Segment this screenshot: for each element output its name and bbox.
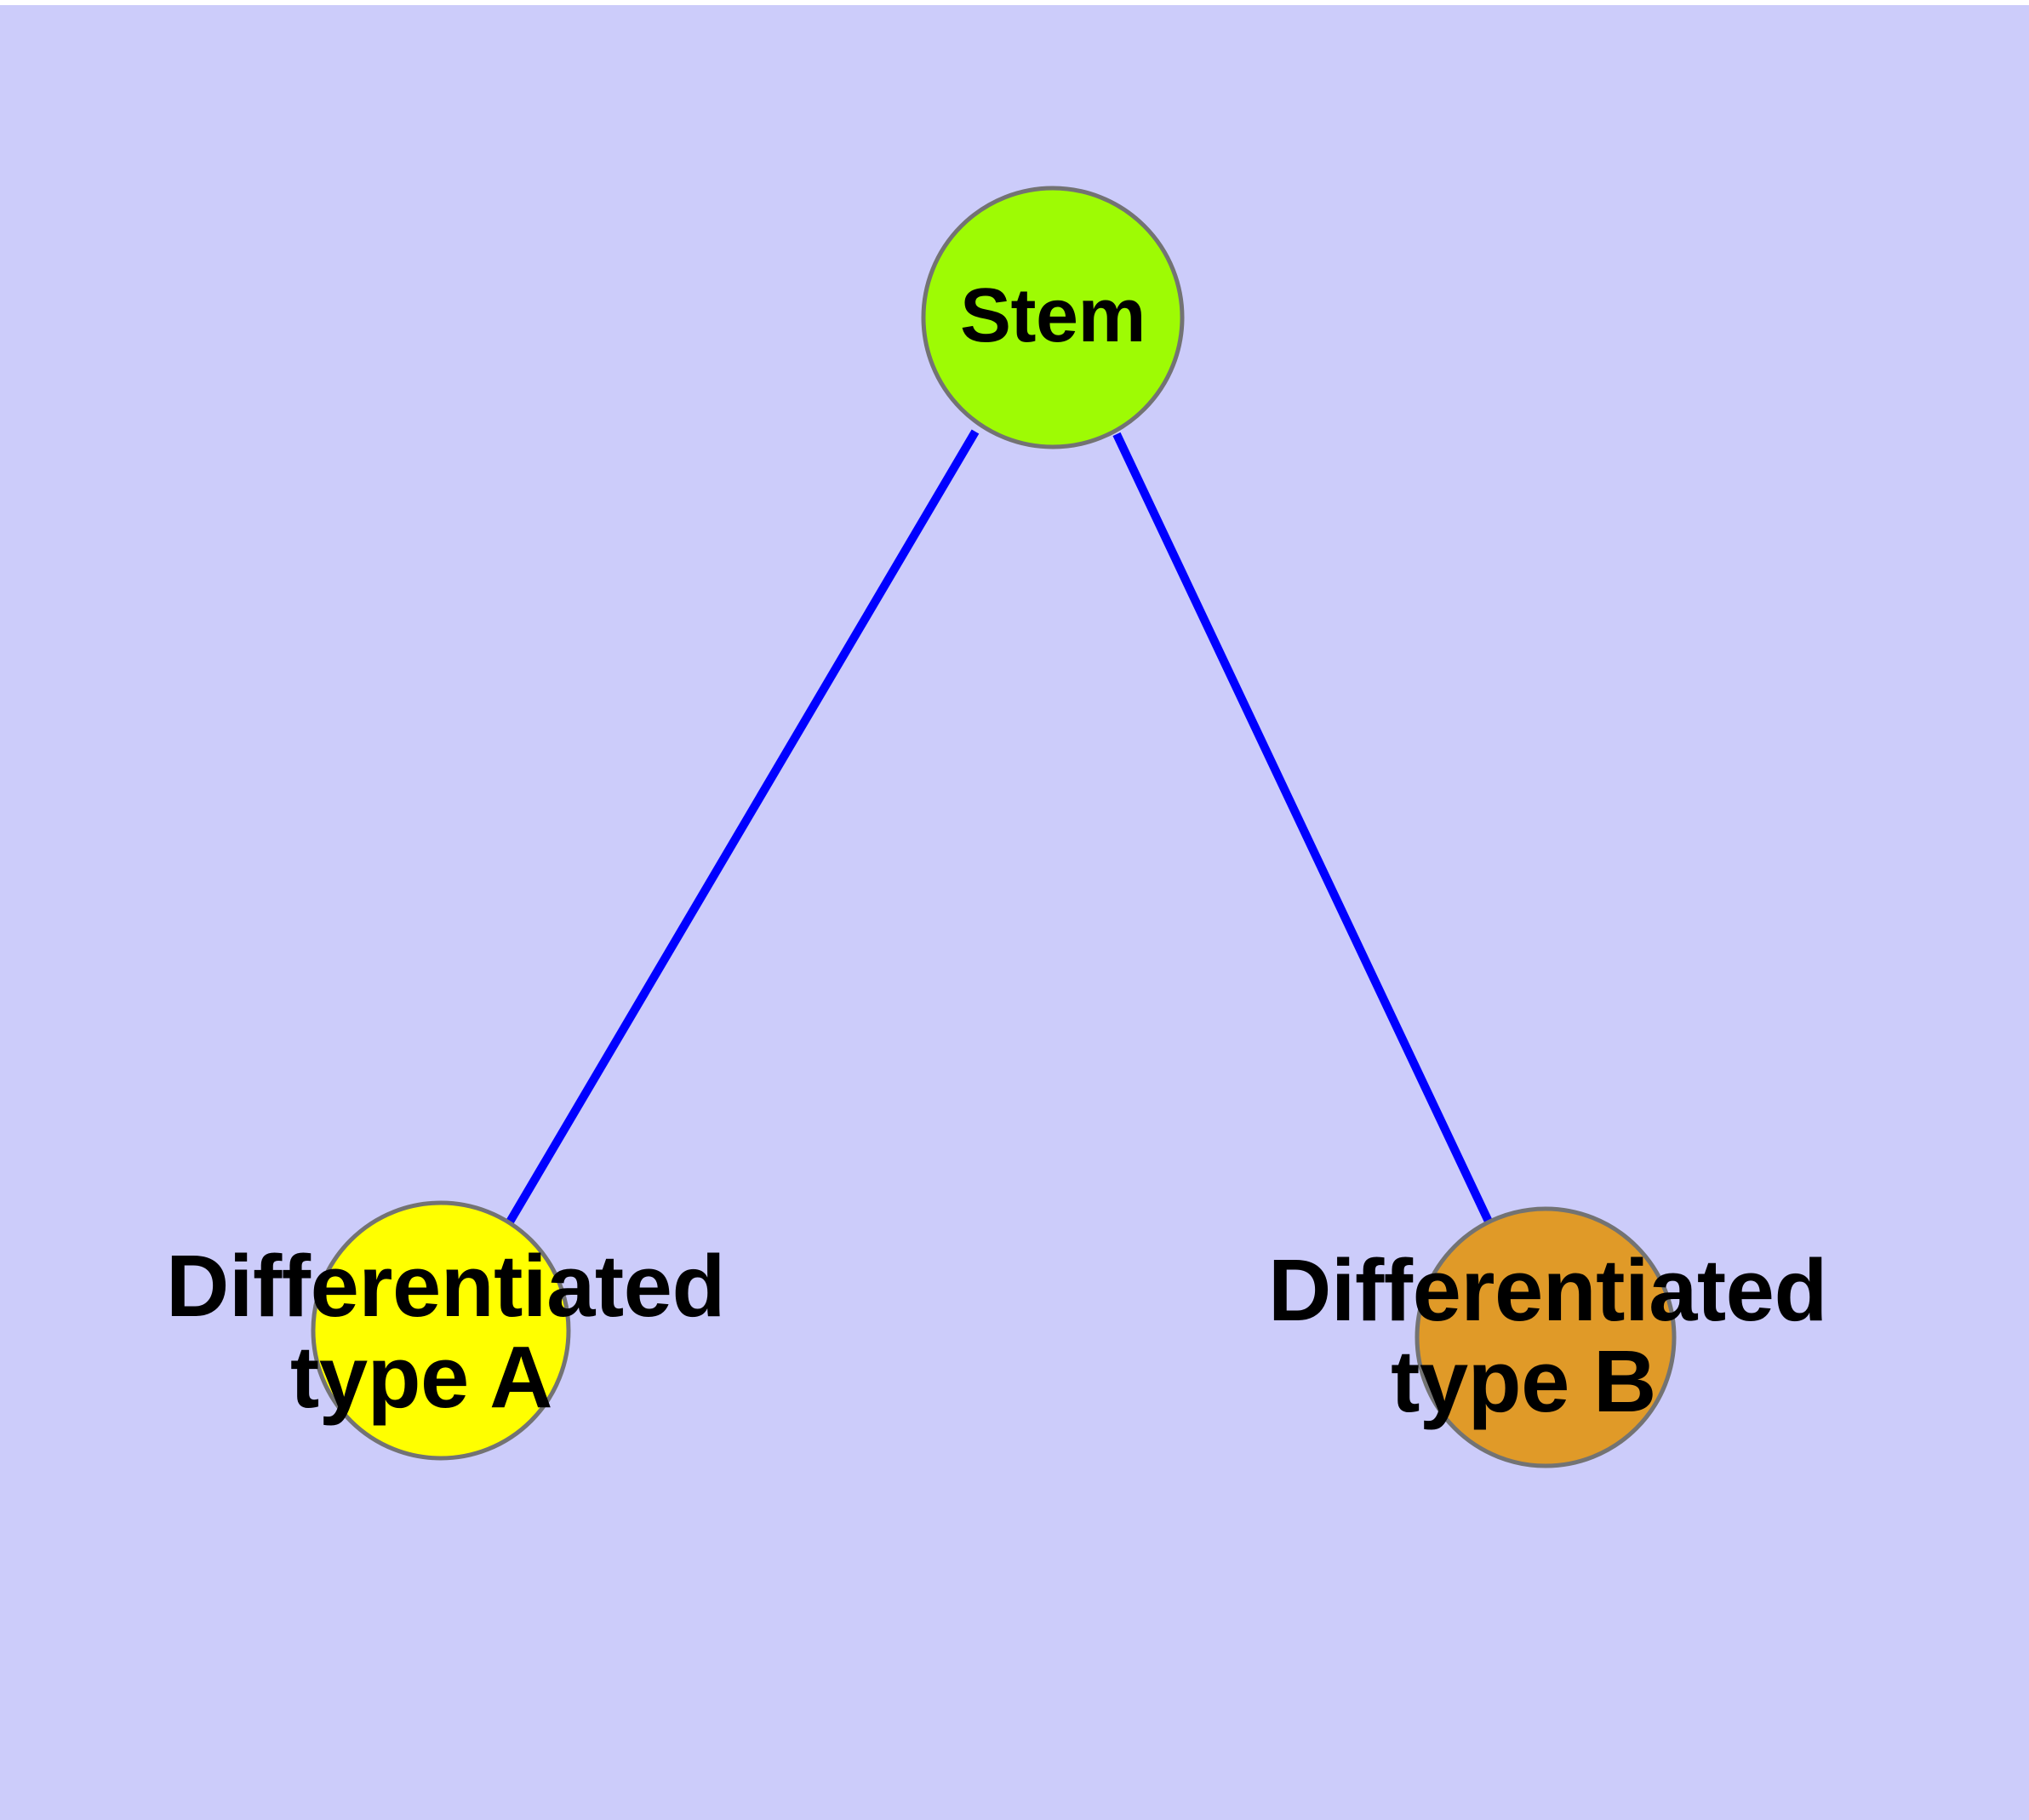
edges-group — [505, 429, 1494, 1226]
nodes-group — [311, 186, 1677, 1468]
node-differentiated-type-a[interactable] — [311, 1200, 571, 1461]
edge-stem-to-differentiated-type-a — [505, 429, 980, 1226]
node-differentiated-type-b[interactable] — [1415, 1206, 1677, 1468]
node-stem[interactable] — [921, 186, 1185, 449]
edge-stem-to-differentiated-type-b — [1112, 432, 1494, 1226]
